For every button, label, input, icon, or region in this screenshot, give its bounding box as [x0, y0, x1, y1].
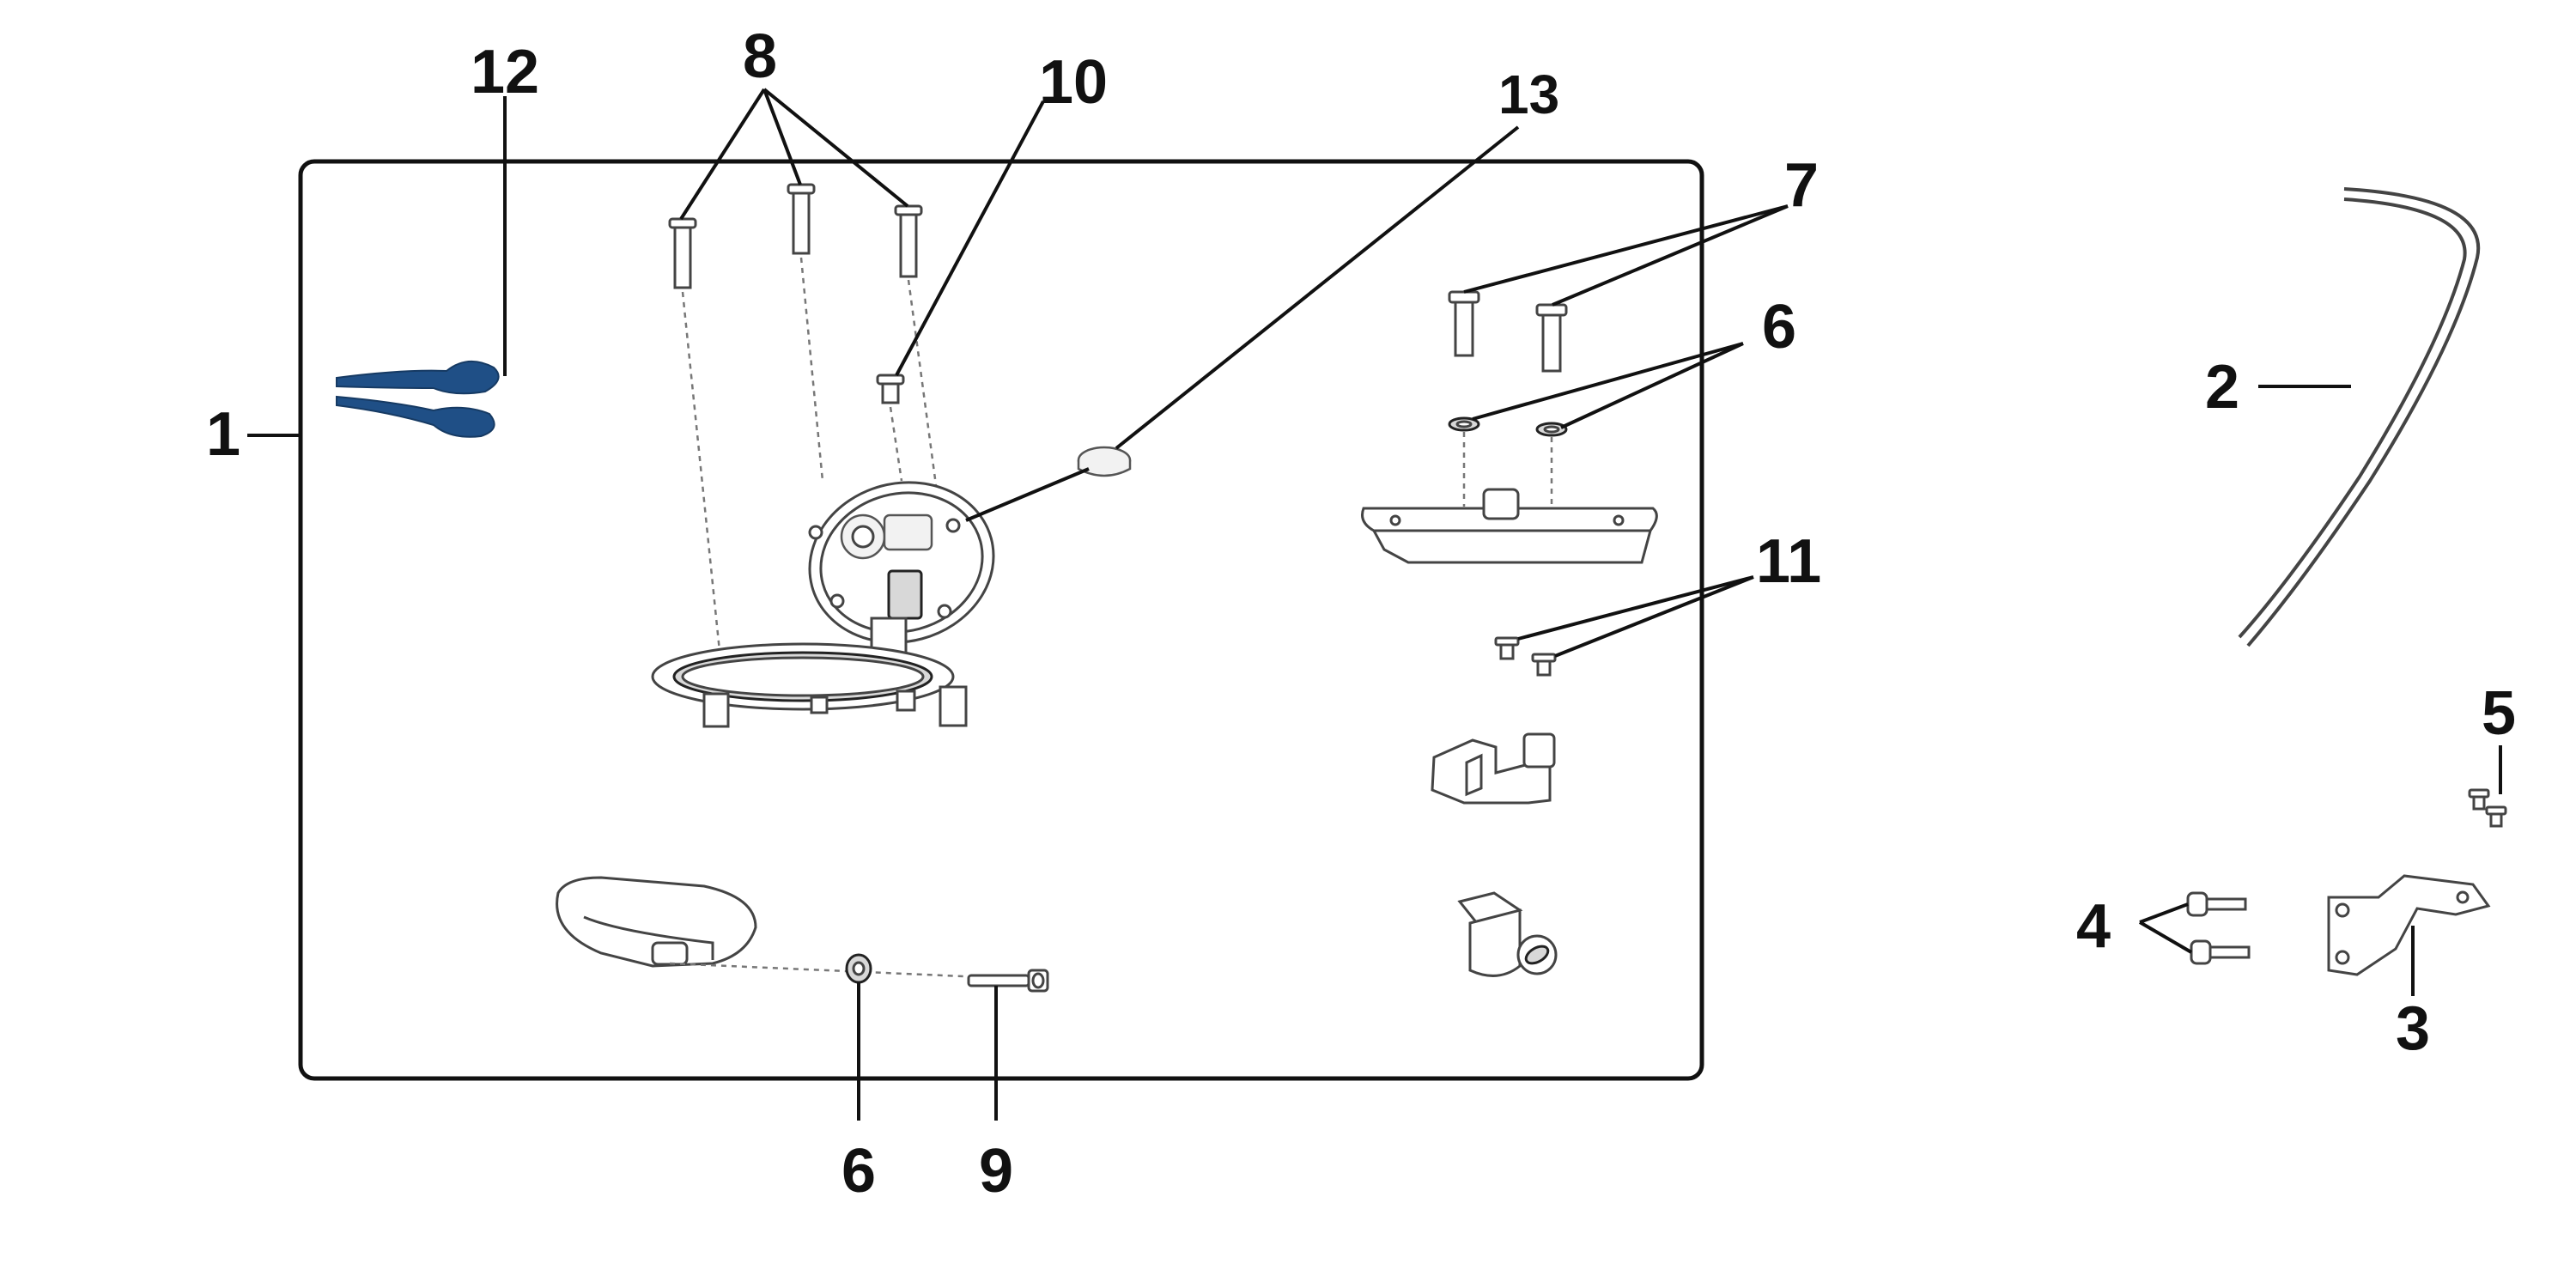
callout-9: 9 [979, 1137, 1013, 1206]
bolt-4-a [2186, 891, 2247, 917]
screw-5 [2468, 788, 2507, 828]
bolt-9 [967, 969, 1049, 993]
nut-6 [845, 953, 872, 984]
callout-7: 7 [1784, 151, 1819, 220]
lock-body [1431, 732, 1556, 805]
kit-boundary-box [298, 159, 1704, 1081]
callout-3: 3 [2396, 994, 2430, 1063]
bolt-4-b [2190, 939, 2251, 965]
callout-6-bottom: 6 [841, 1137, 876, 1206]
callout-6-top: 6 [1762, 293, 1796, 361]
callout-5: 5 [2482, 679, 2516, 748]
cap-13 [1077, 446, 1132, 477]
cable-2 [2238, 187, 2481, 647]
callout-1: 1 [206, 400, 240, 469]
callout-8: 8 [743, 22, 777, 91]
bolt-8-b [787, 183, 816, 255]
bracket-3 [2327, 874, 2491, 976]
key-upper [336, 361, 500, 395]
latch-housing [556, 876, 757, 968]
callout-11: 11 [1756, 527, 1821, 596]
callout-2: 2 [2205, 353, 2239, 422]
bolt-8-c [894, 204, 923, 278]
bolt-8-a [668, 217, 697, 289]
leader-lines [247, 88, 2502, 1121]
cap-lock-assembly [651, 481, 995, 728]
callout-10: 10 [1039, 48, 1108, 117]
callout-4: 4 [2076, 892, 2111, 961]
callout-13: 13 [1498, 64, 1559, 125]
screw-11-b [1531, 653, 1557, 677]
screw-10 [876, 374, 905, 404]
key-pair-12 [336, 361, 500, 438]
screw-11-a [1494, 636, 1520, 660]
key-lower [336, 395, 495, 438]
lock-plate-assembly [1361, 290, 1658, 564]
lock-cylinder [1457, 891, 1558, 977]
callout-12: 12 [471, 38, 539, 106]
